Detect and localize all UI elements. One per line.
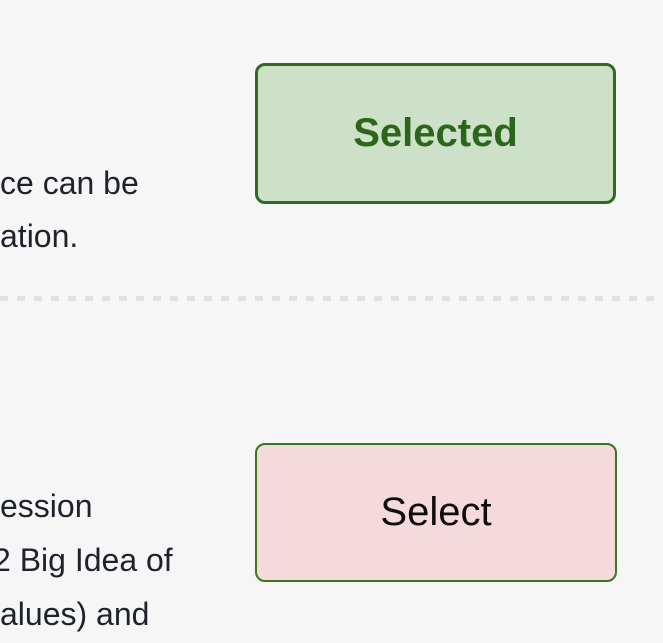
option-text-line: alues) and <box>0 596 150 632</box>
option-text-line: ce can be <box>0 165 139 201</box>
selected-button[interactable]: Selected <box>255 63 616 204</box>
dashed-divider <box>0 296 663 301</box>
option-text-line: 2 Big Idea of <box>0 542 173 578</box>
option-description-truncated: ession 2 Big Idea of alues) and <box>0 479 173 641</box>
select-button[interactable]: Select <box>255 443 617 582</box>
option-description-truncated: ce can be ation. <box>0 157 139 263</box>
option-text-line: ession <box>0 488 93 524</box>
option-text-line: ation. <box>0 218 79 254</box>
